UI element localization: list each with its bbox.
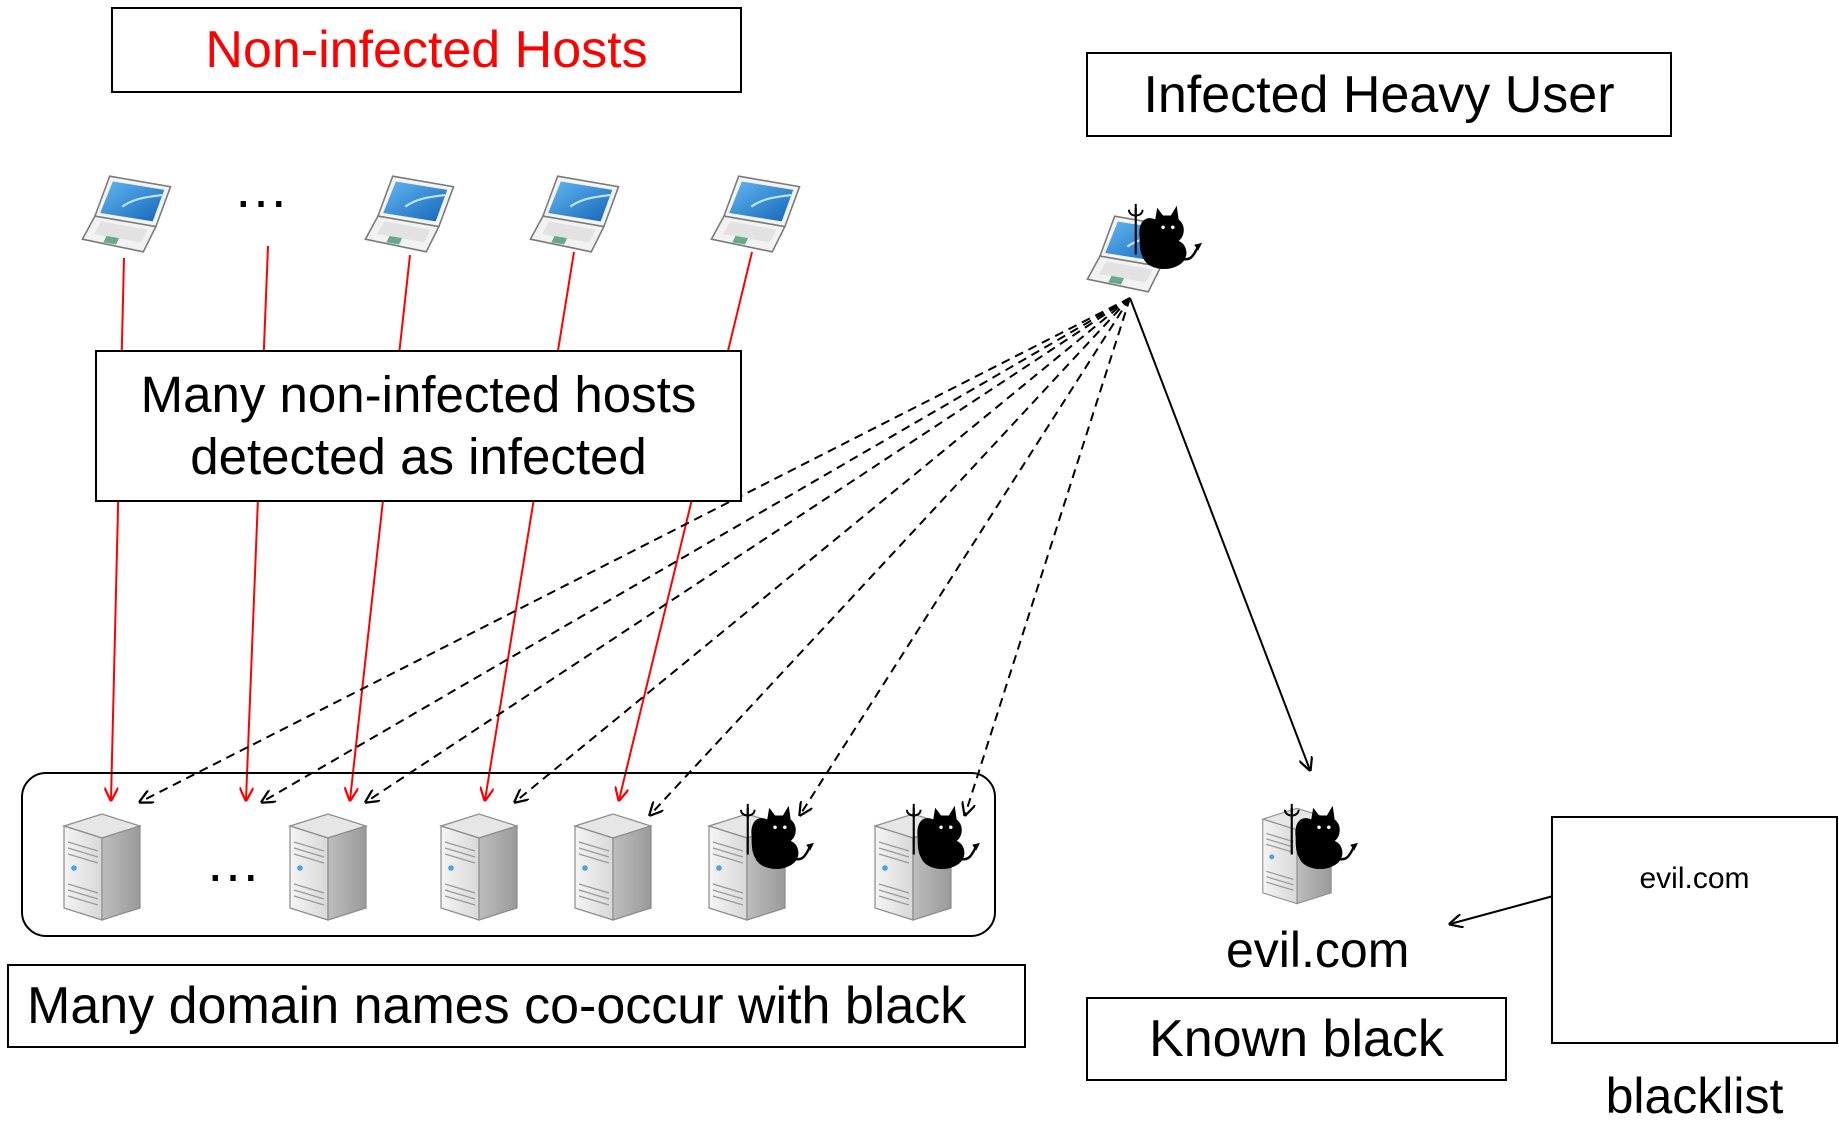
- dashed-edge-3: [366, 297, 1131, 802]
- edge-host1-server1: [111, 257, 125, 800]
- server-group: [21, 772, 996, 937]
- blacklist-caption: blacklist: [1605, 1068, 1784, 1124]
- edge-host5-server5: [619, 251, 753, 800]
- host-ellipsis: …: [233, 156, 289, 219]
- edge-blacklist-evil: [1450, 891, 1569, 924]
- edge-host4-server4: [485, 251, 575, 800]
- non-infected-hosts-title: Non-infected Hosts: [111, 7, 742, 93]
- infected-heavy-user-label: Infected Heavy User: [1143, 65, 1615, 124]
- false-positive-note-line2: detected as infected: [190, 428, 647, 485]
- edge-host3-server3: [350, 254, 411, 800]
- non-infected-hosts-label: Non-infected Hosts: [205, 21, 648, 79]
- co-occur-note: Many domain names co-occur with black: [7, 964, 1026, 1048]
- dashed-edge-2: [262, 297, 1131, 802]
- server-icon: [63, 813, 141, 921]
- laptop-icon: [710, 175, 801, 253]
- edge-user-evil: [1129, 297, 1310, 770]
- laptop-icon: [364, 175, 455, 253]
- infected-heavy-user-title: Infected Heavy User: [1086, 52, 1672, 137]
- dashed-edge-7: [965, 297, 1131, 815]
- blacklist-entry: evil.com: [1639, 862, 1750, 895]
- evil-domain-label: evil.com: [1226, 922, 1410, 978]
- blacklist-document: [1551, 816, 1838, 1044]
- dashed-edge-5: [650, 297, 1131, 815]
- co-occurrence-edges: [140, 297, 1131, 815]
- laptop-icon: [81, 175, 172, 253]
- false-positive-note: Many non-infected hosts detected as infe…: [95, 350, 742, 502]
- known-black-label: Known black: [1149, 1010, 1444, 1068]
- server-icon: [574, 813, 652, 921]
- known-black-box: Known black: [1086, 997, 1507, 1081]
- false-positive-note-line1: Many non-infected hosts: [140, 366, 697, 423]
- server-icon: [289, 813, 367, 921]
- false-positive-edges: [111, 245, 753, 800]
- server-icon: [440, 813, 518, 921]
- dashed-edge-6: [800, 297, 1131, 815]
- edge-host2-server2: [246, 245, 269, 800]
- laptop-icon: [529, 175, 620, 253]
- dashed-edge-4: [515, 297, 1131, 802]
- co-occur-note-label: Many domain names co-occur with black: [27, 977, 967, 1035]
- server-ellipsis: …: [205, 830, 261, 893]
- dashed-edge-1: [140, 297, 1131, 802]
